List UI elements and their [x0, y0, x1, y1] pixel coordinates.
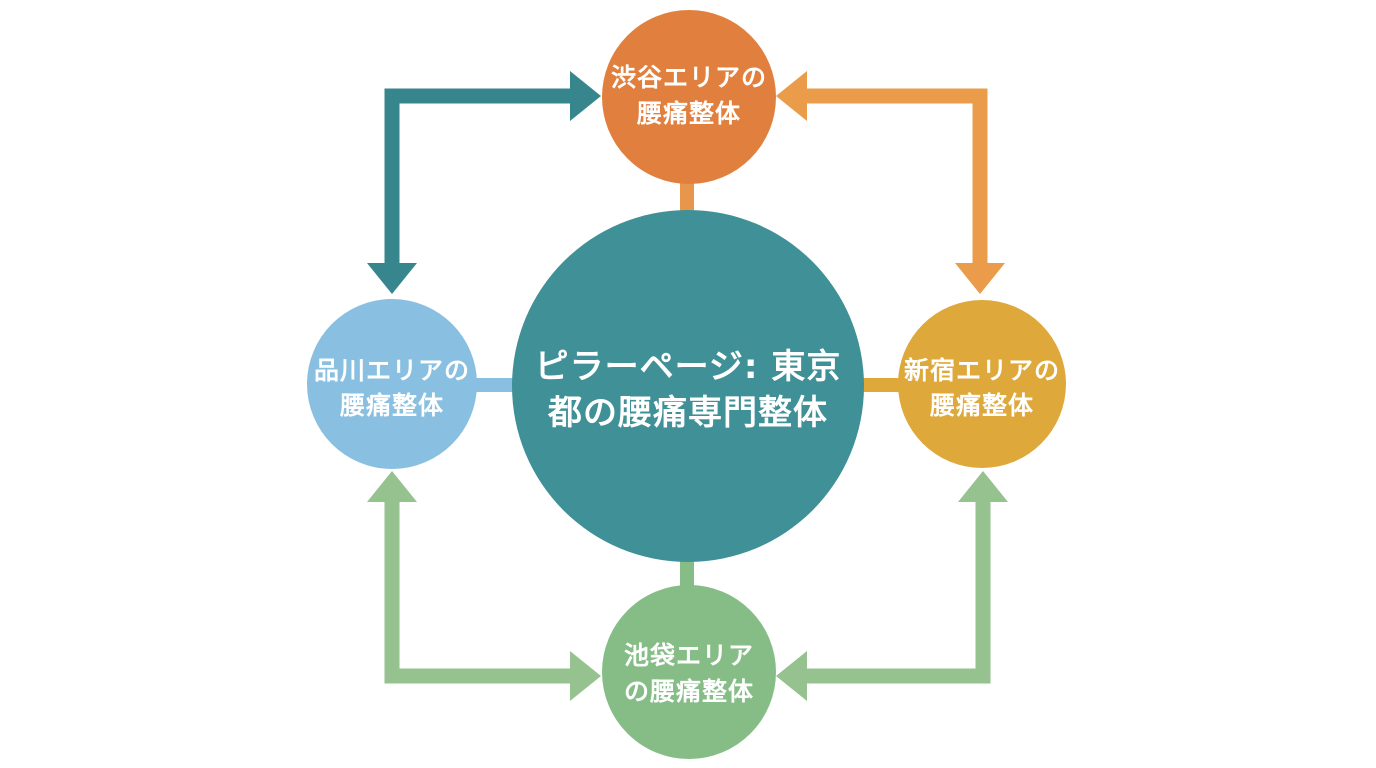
arrowhead-down-icon [367, 263, 417, 294]
arrowhead-right-icon [570, 71, 601, 121]
arrowhead-left-icon [776, 651, 807, 701]
node-shinagawa-label-line1: 品川エリアの [314, 356, 470, 385]
node-ikebukuro-circle [602, 585, 776, 759]
node-shinjuku-label-line1: 新宿エリアの [904, 356, 1060, 385]
node-shinagawa: 品川エリアの 腰痛整体 [307, 299, 477, 469]
connector-bottom-left [367, 471, 601, 701]
node-ikebukuro: 池袋エリア の腰痛整体 [602, 585, 776, 759]
connector-top-left-line [384, 88, 572, 265]
node-shibuya: 渋谷エリアの 腰痛整体 [602, 10, 776, 184]
node-shinjuku: 新宿エリアの 腰痛整体 [898, 300, 1066, 468]
node-shinjuku-circle [898, 300, 1066, 468]
arrowhead-up-icon [367, 471, 417, 502]
node-pillar-page-label-line1: ピラーページ: 東京 [535, 347, 842, 387]
connector-bottom-left-line [384, 500, 572, 684]
node-shinagawa-label-line2: 腰痛整体 [339, 391, 444, 420]
connector-bottom-right-line [805, 500, 991, 684]
node-shibuya-label-line1: 渋谷エリアの [611, 63, 767, 92]
arrowhead-up-icon [958, 471, 1008, 502]
node-pillar-page-circle [512, 210, 864, 562]
connector-top-right [776, 71, 1005, 294]
node-ikebukuro-label-line2: の腰痛整体 [624, 677, 754, 706]
connector-bottom-right [776, 471, 1008, 701]
arrowhead-left-icon [776, 71, 807, 121]
node-shinjuku-label-line2: 腰痛整体 [929, 391, 1034, 420]
node-pillar-page: ピラーページ: 東京 都の腰痛専門整体 [512, 210, 864, 562]
connector-top-left [367, 71, 601, 294]
node-shinagawa-circle [307, 299, 477, 469]
connector-top-right-line [805, 88, 988, 265]
node-pillar-page-label-line2: 都の腰痛専門整体 [547, 393, 828, 433]
node-ikebukuro-label-line1: 池袋エリア [624, 641, 754, 670]
arrowhead-right-icon [570, 651, 601, 701]
node-shibuya-label-line2: 腰痛整体 [636, 99, 741, 128]
arrowhead-down-icon [955, 263, 1005, 294]
node-shibuya-circle [602, 10, 776, 184]
